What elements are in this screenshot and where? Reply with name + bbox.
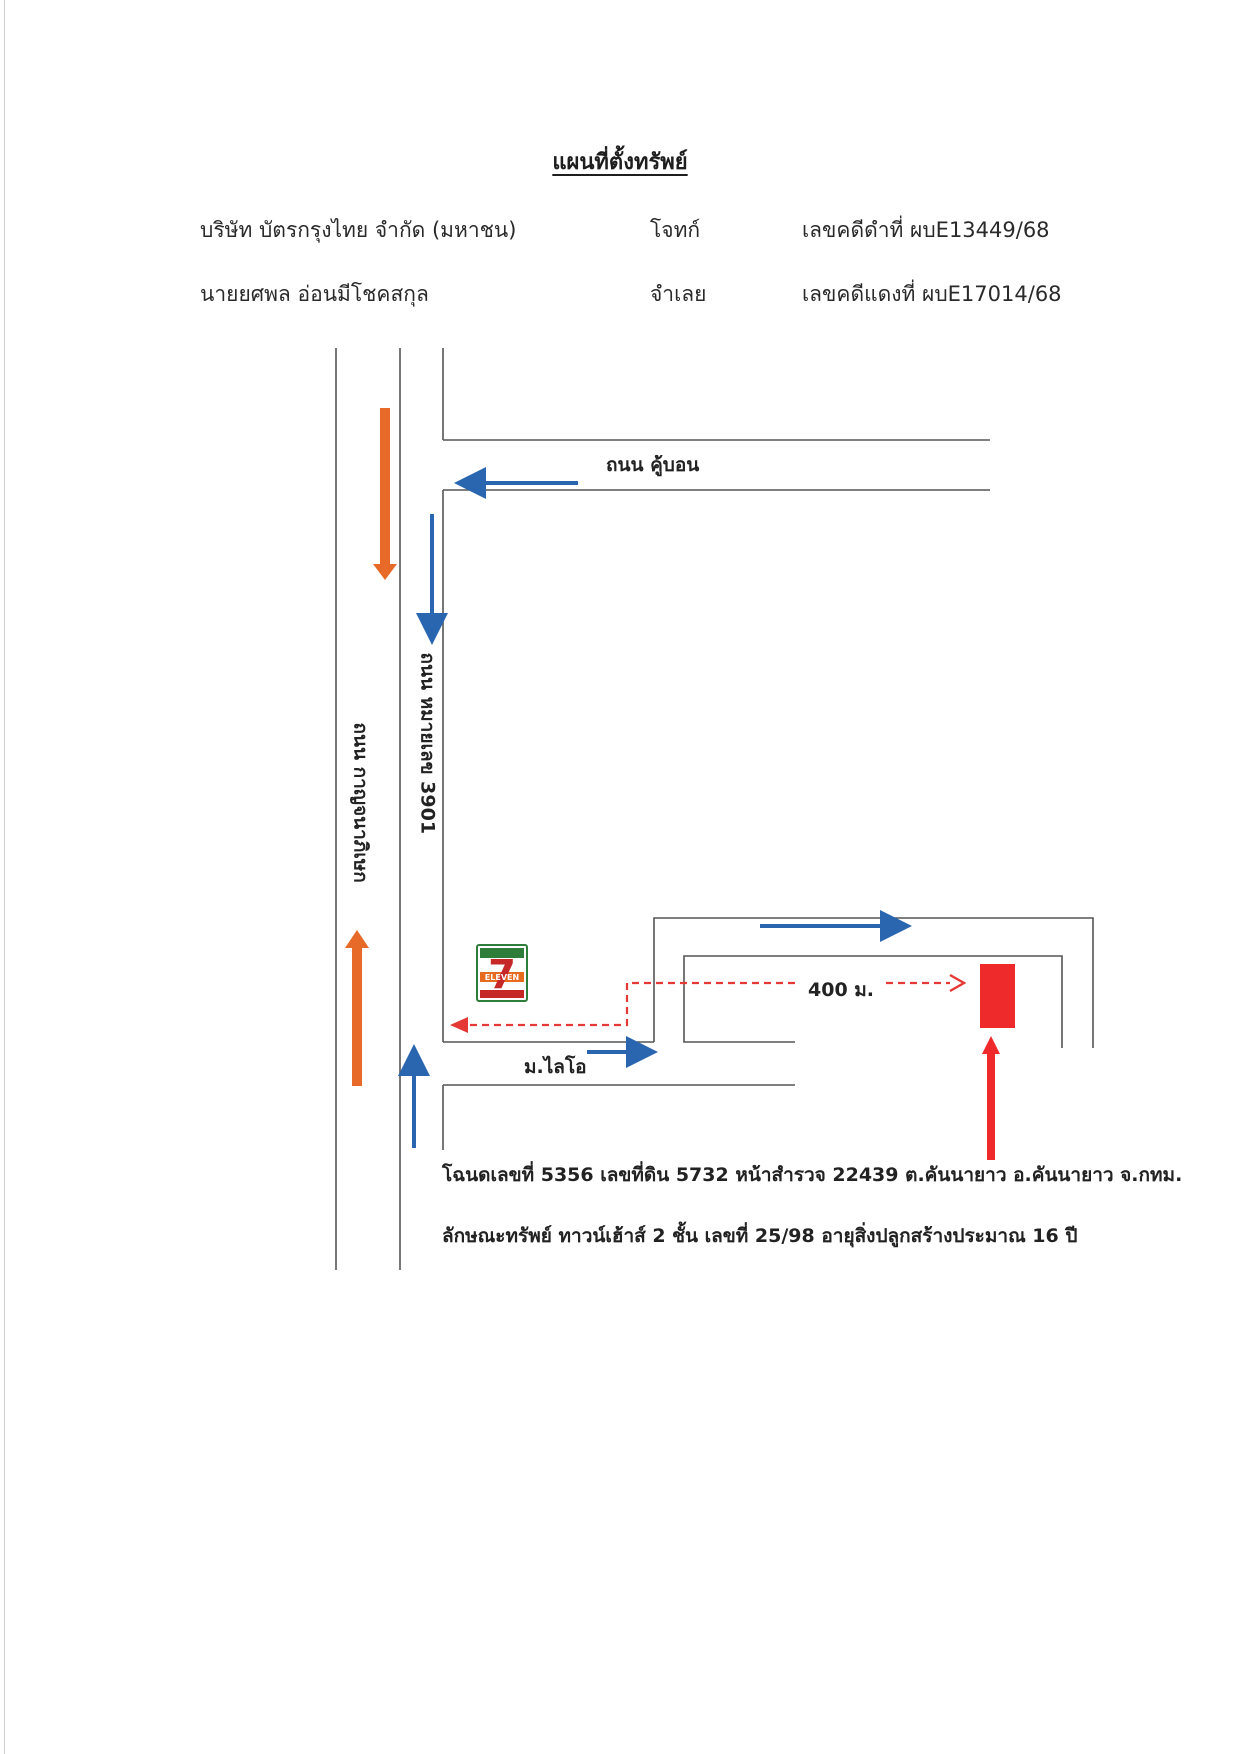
side-road-label: ถนน หมายเลข 3901	[416, 652, 439, 835]
page-edge-left	[4, 0, 5, 1754]
logo-digit: 7	[488, 952, 516, 998]
page-title: แผนที่ตั้งทรัพย์	[552, 150, 688, 175]
red-case-number: เลขคดีแดงที่ ผบE17014/68	[802, 282, 1062, 306]
route-to-landmark	[462, 981, 795, 1027]
main-arrow-southbound	[373, 408, 397, 580]
defendant-name: นายยศพล อ่อนมีโชคสกุล	[200, 282, 429, 306]
property-pointer-arrow	[982, 1036, 1000, 1160]
route-path	[450, 973, 967, 1033]
village-label: ม.ไลโอ	[524, 1056, 587, 1078]
soi-inner-outline	[683, 955, 1063, 1048]
main-road-label: ถนน กาญจนาภิเษก	[349, 722, 372, 883]
black-case-number: เลขคดีดำที่ ผบE13449/68	[802, 218, 1050, 242]
deed-details: โฉนดเลขที่ 5356 เลขที่ดิน 5732 หน้าสำรวจ…	[442, 1164, 1183, 1186]
main-road-arrows	[345, 408, 397, 1086]
plaintiff-role: โจทก์	[650, 218, 701, 242]
route-end-head	[949, 973, 967, 993]
route-start-head	[450, 1017, 468, 1033]
plaintiff-name: บริษัท บัตรกรุงไทย จำกัด (มหาชน)	[200, 218, 517, 242]
traffic-arrows	[398, 467, 912, 1148]
property-details: ลักษณะทรัพย์ ทาวน์เฮ้าส์ 2 ชั้น เลขที่ 2…	[442, 1225, 1078, 1247]
logo-word: ELEVEN	[485, 973, 519, 982]
top-road-label: ถนน คู้บอน	[606, 454, 700, 476]
seven-eleven-logo: 7 ELEVEN	[476, 944, 528, 1002]
main-arrow-northbound	[345, 930, 369, 1086]
property-marker	[980, 964, 1015, 1028]
defendant-role: จำเลย	[650, 282, 707, 306]
road-lines	[335, 348, 1094, 1270]
distance-label: 400 ม.	[808, 979, 875, 1001]
soi-outer-outline	[653, 917, 1094, 1048]
